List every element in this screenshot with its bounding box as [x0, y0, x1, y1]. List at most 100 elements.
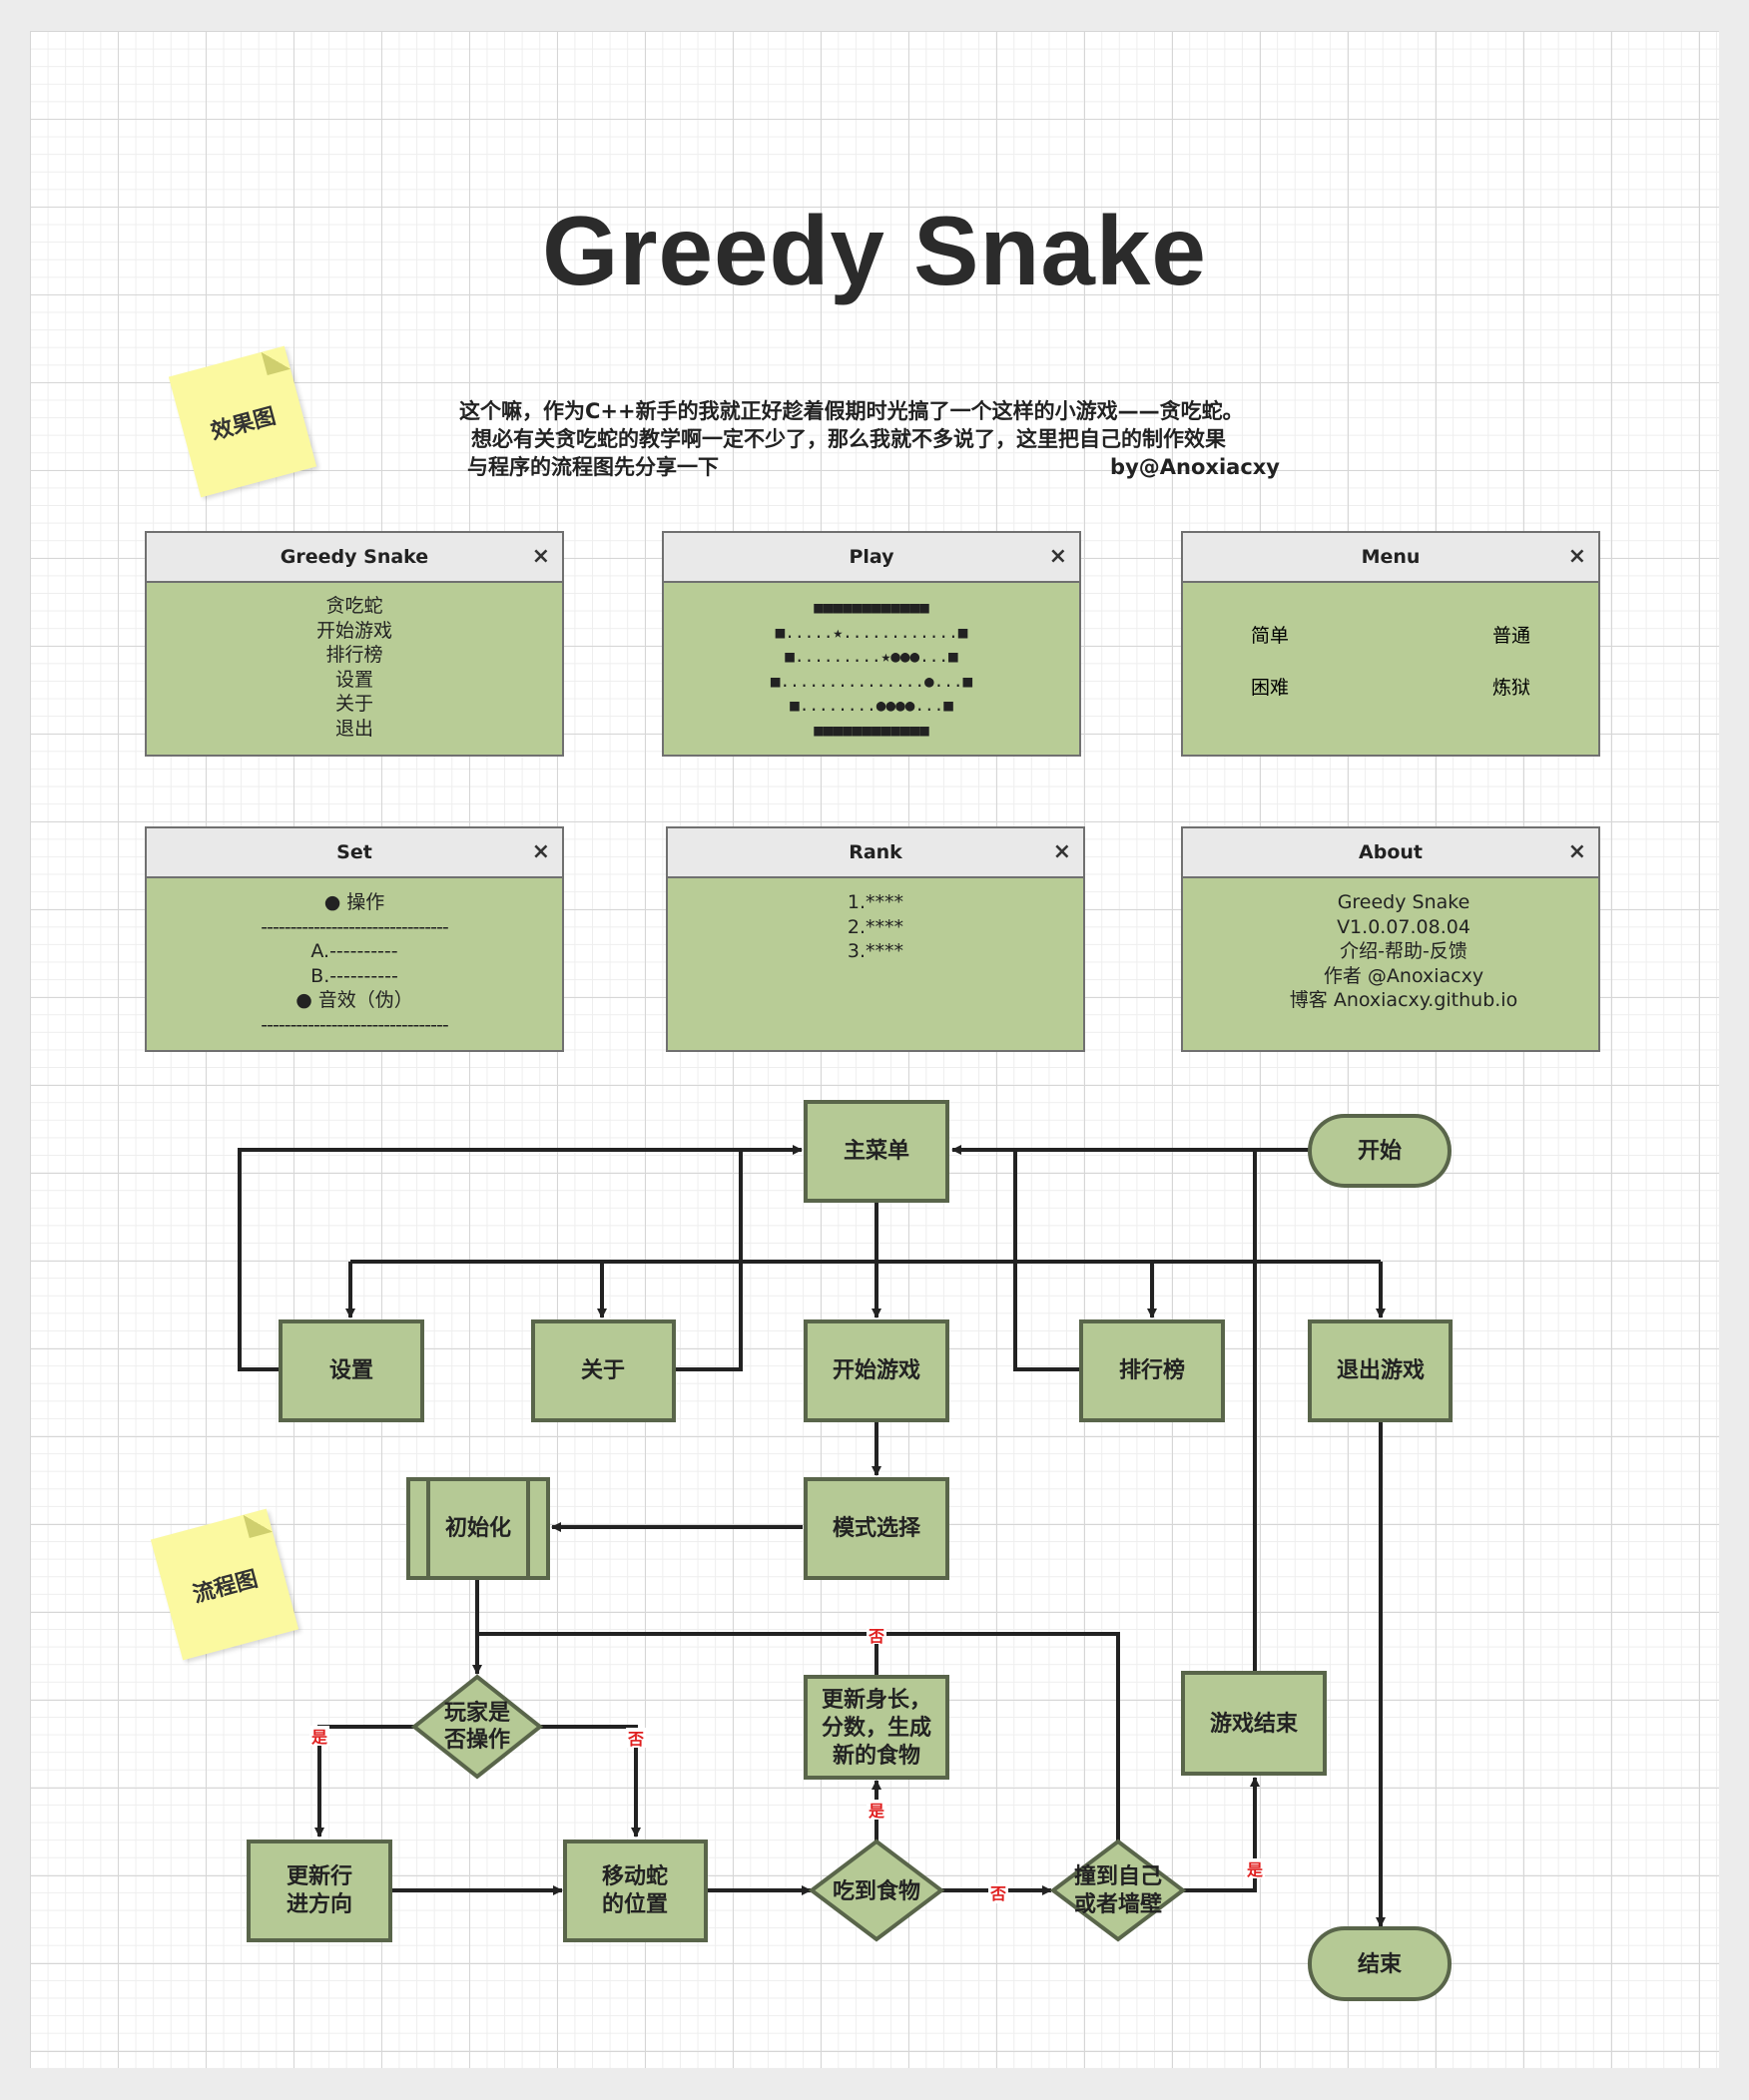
label-update-direction-1: 更新行: [287, 1863, 352, 1889]
node-rank: [1079, 1319, 1225, 1422]
label-hit-2: 或者墙壁: [1074, 1891, 1162, 1917]
board-row: ■.........★●●●...■: [785, 647, 958, 666]
label-mode-select: 模式选择: [833, 1515, 921, 1541]
label-player-op-1: 玩家是: [444, 1700, 510, 1726]
window-menu: Menu × 简单 普通 困难 炼狱: [1181, 531, 1600, 757]
window-titlebar: About ×: [1183, 828, 1598, 878]
about-line: 介绍-帮助-反馈: [1340, 940, 1467, 963]
set-line: ● 音效（伪）: [295, 989, 413, 1012]
label-update-length-3: 新的食物: [833, 1743, 920, 1769]
difficulty-grid: 简单 普通 困难 炼狱: [1251, 621, 1530, 700]
label-update-direction-2: 进方向: [287, 1891, 352, 1917]
edge-label-yes: 是: [1246, 1860, 1263, 1879]
game-board: ■■■■■■■■■■■■ ■.....★............■ ■.....…: [664, 583, 1079, 743]
window-set: Set × ● 操作 -----------------------------…: [145, 826, 564, 1052]
edge-hit-no-loop: [477, 1632, 1120, 1841]
window-play: Play × ■■■■■■■■■■■■ ■.....★............■…: [662, 531, 1081, 757]
window-title: Play: [849, 546, 894, 568]
window-titlebar: Menu ×: [1183, 533, 1598, 583]
label-update-length-1: 更新身长，: [822, 1687, 931, 1713]
label-rank: 排行榜: [1119, 1357, 1185, 1383]
window-titlebar: Set ×: [147, 828, 562, 878]
menu-line: 设置: [334, 668, 373, 691]
window-titlebar: Play ×: [664, 533, 1079, 583]
difficulty-hell: 炼狱: [1491, 677, 1530, 699]
window-title: Rank: [849, 841, 902, 863]
node-init: [406, 1477, 550, 1580]
label-start: 开始: [1358, 1138, 1402, 1164]
board-row: ■........●●●●...■: [790, 696, 953, 715]
window-titlebar: Rank ×: [668, 828, 1083, 878]
edge-about-main: [674, 1150, 743, 1371]
intro-line-2: 想必有关贪吃蛇的教学啊一定不少了，那么我就不多说了，这里把自己的制作效果: [471, 427, 1226, 451]
intro-text: 这个嘛，作为C++新手的我就正好趁着假期时光搞了一个这样的小游戏——贪吃蛇。 想…: [459, 397, 1288, 481]
label-game-over: 游戏结束: [1210, 1711, 1299, 1737]
node-mode-select: [804, 1477, 949, 1580]
node-exit-game: [1308, 1319, 1453, 1422]
board-row: ■■■■■■■■■■■■: [814, 598, 929, 617]
node-end: [1308, 1926, 1452, 2001]
close-icon[interactable]: ×: [1048, 544, 1067, 569]
close-icon[interactable]: ×: [531, 839, 550, 864]
byline: by@Anoxiacxy: [1110, 455, 1280, 479]
node-start-game: [804, 1319, 949, 1422]
intro-line-1: 这个嘛，作为C++新手的我就正好趁着假期时光搞了一个这样的小游戏——贪吃蛇。: [459, 399, 1244, 423]
board-row: ■■■■■■■■■■■■: [814, 720, 929, 740]
label-about: 关于: [581, 1358, 625, 1383]
node-update-direction: [247, 1839, 392, 1942]
edge-decision-yes: [314, 1725, 414, 1838]
edge-hit-yes: [1183, 1777, 1260, 1892]
close-icon[interactable]: ×: [1567, 839, 1586, 864]
edge-label-yes: 是: [310, 1728, 327, 1747]
window-rank: Rank × 1.**** 2.**** 3.****: [666, 826, 1085, 1052]
set-line: ● 操作: [323, 891, 385, 913]
node-eat-food: [808, 1838, 945, 1942]
label-exit-game: 退出游戏: [1337, 1357, 1425, 1383]
difficulty-easy: 简单: [1251, 625, 1290, 647]
edge-label-no: 否: [627, 1730, 644, 1749]
menu-line: 关于: [334, 693, 373, 716]
window-body: ● 操作 -------------------------------- A.…: [147, 878, 562, 1038]
node-about: [531, 1319, 676, 1422]
intro-line-3: 与程序的流程图先分享一下 by@Anoxiacxy: [459, 453, 1288, 481]
board-row: ■.....★............■: [775, 622, 968, 642]
label-move-snake-2: 的位置: [602, 1891, 668, 1917]
difficulty-normal: 普通: [1491, 625, 1530, 647]
label-update-length-2: 分数，生成: [822, 1715, 931, 1741]
label-init: 初始化: [445, 1515, 511, 1541]
window-greedy-snake: Greedy Snake × 贪吃蛇 开始游戏 排行榜 设置 关于 退出: [145, 531, 564, 757]
label-eat-food: 吃到食物: [833, 1878, 920, 1904]
node-player-op: [410, 1674, 544, 1780]
intro-line-3-text: 与程序的流程图先分享一下: [467, 455, 719, 479]
menu-line: 贪吃蛇: [325, 595, 383, 617]
about-line: V1.0.07.08.04: [1337, 915, 1470, 938]
window-title: Set: [336, 841, 372, 863]
node-game-over: [1181, 1671, 1327, 1776]
about-line: 作者 @Anoxiacxy: [1323, 964, 1484, 987]
label-move-snake-1: 移动蛇: [602, 1863, 668, 1889]
window-body: 贪吃蛇 开始游戏 排行榜 设置 关于 退出: [147, 583, 562, 742]
about-line: Greedy Snake: [1337, 891, 1470, 913]
window-body: Greedy Snake V1.0.07.08.04 介绍-帮助-反馈 作者 @…: [1183, 878, 1598, 1013]
close-icon[interactable]: ×: [1567, 544, 1586, 569]
set-line: --------------------------------: [261, 1013, 448, 1036]
node-settings: [279, 1319, 424, 1422]
rank-line: 1.****: [847, 891, 904, 913]
edge-label-no: 否: [868, 1627, 884, 1646]
window-title: About: [1359, 841, 1423, 863]
label-settings: 设置: [329, 1358, 373, 1383]
window-title: Greedy Snake: [280, 546, 429, 568]
edge-settings-main: [238, 1145, 803, 1371]
label-player-op-2: 否操作: [443, 1728, 510, 1753]
difficulty-hard: 困难: [1251, 677, 1290, 699]
edge-label-yes: 是: [868, 1802, 884, 1821]
node-move-snake: [563, 1839, 708, 1942]
label-hit-1: 撞到自己: [1074, 1863, 1162, 1889]
edge-decision-no: [540, 1725, 641, 1838]
close-icon[interactable]: ×: [531, 544, 550, 569]
menu-line: 退出: [334, 717, 373, 740]
close-icon[interactable]: ×: [1052, 839, 1071, 864]
rank-line: 2.****: [847, 915, 904, 938]
node-main-menu: [804, 1100, 949, 1203]
window-body: 1.**** 2.**** 3.****: [668, 878, 1083, 964]
